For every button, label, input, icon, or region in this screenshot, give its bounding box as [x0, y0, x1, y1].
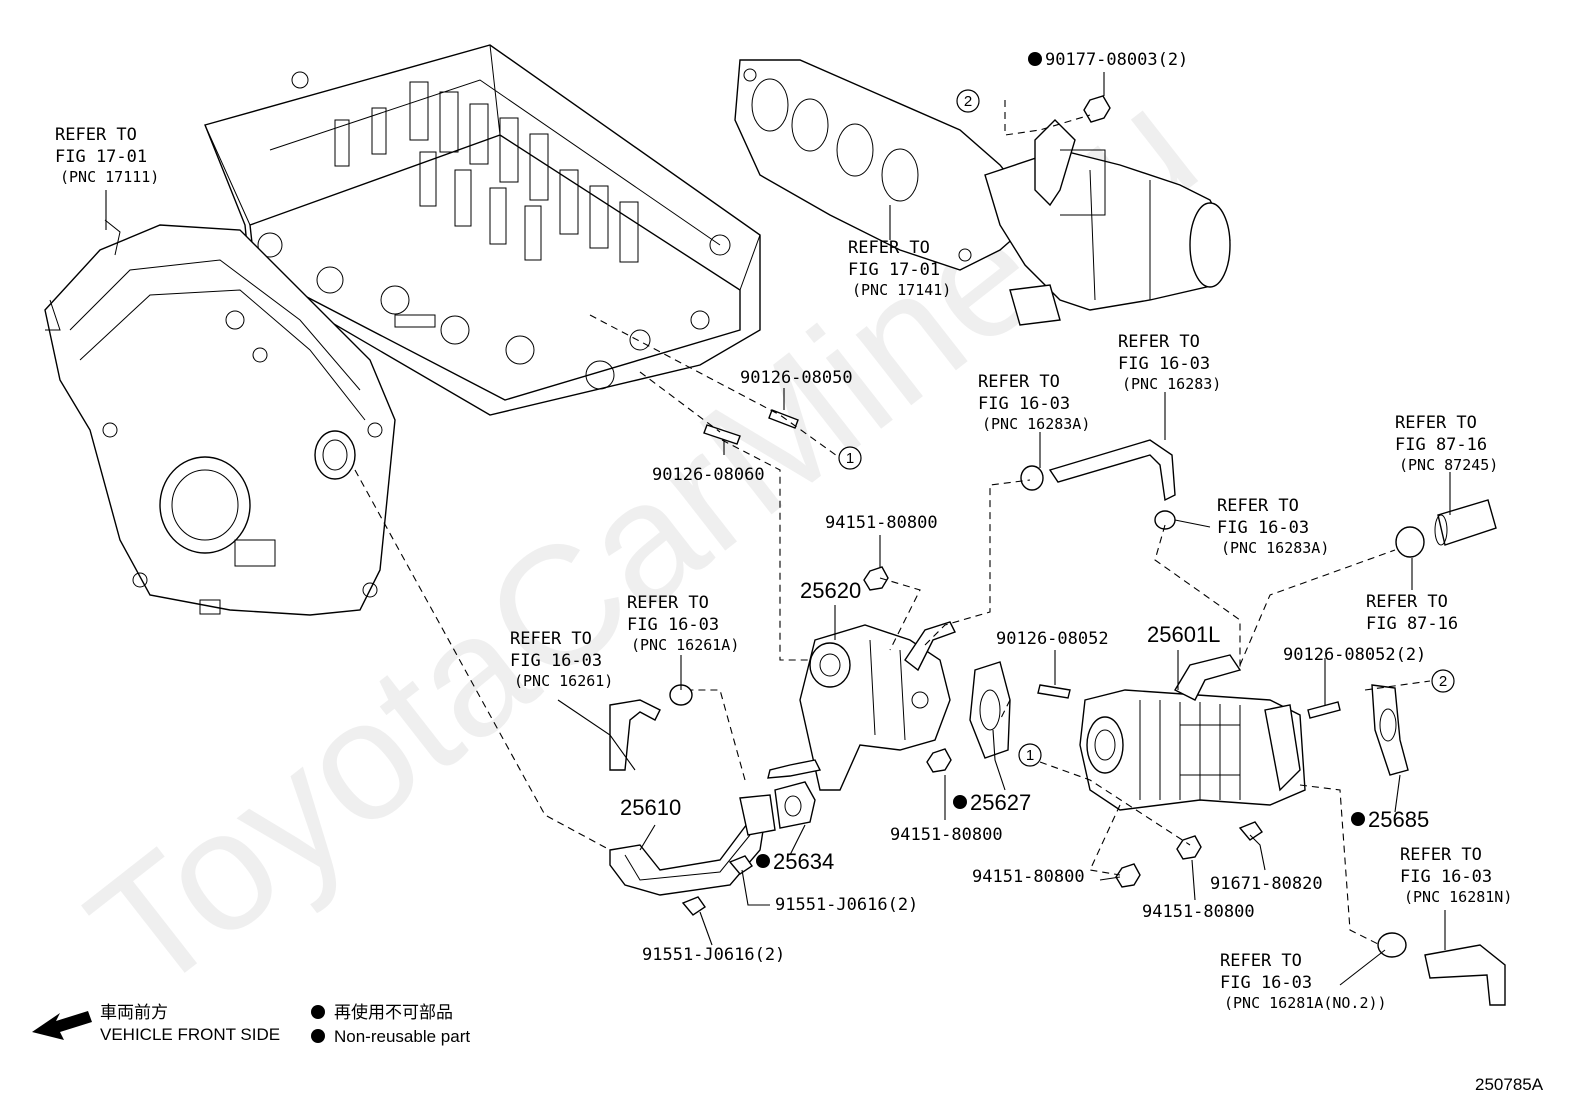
- svg-text:FIG 16-03: FIG 16-03: [1118, 354, 1210, 374]
- svg-text:(PNC 87245): (PNC 87245): [1399, 456, 1498, 474]
- gasket-25627-illustration: [969, 661, 1011, 759]
- assembly-dashed-lines: [354, 100, 1431, 946]
- refer-label-16261: REFER TO FIG 16-03 (PNC 16261): [510, 629, 613, 690]
- svg-text:REFER TO: REFER TO: [1217, 496, 1299, 516]
- part-94151-80800-mid[interactable]: 94151-80800: [890, 825, 1003, 845]
- refer-label-16283a-left: REFER TO FIG 16-03 (PNC 16283A): [978, 372, 1090, 433]
- egr-valve-illustration: [767, 621, 956, 791]
- part-90126-08052-x2[interactable]: 90126-08052(2): [1283, 645, 1426, 665]
- filled-dot-icon: [311, 1029, 325, 1043]
- gasket-25685-illustration: [1371, 684, 1409, 776]
- refer-label-16261a: REFER TO FIG 16-03 (PNC 16261A): [627, 593, 739, 654]
- legend-front-jp: 車両前方: [100, 1003, 168, 1022]
- svg-text:(PNC 16283A): (PNC 16283A): [982, 415, 1090, 433]
- part-94151-80800-top[interactable]: 94151-80800: [825, 513, 938, 533]
- svg-text:(PNC 16261A): (PNC 16261A): [631, 636, 739, 654]
- part-25610[interactable]: 25610: [620, 795, 681, 820]
- part-91551-j0616-left[interactable]: 91551-J0616(2): [642, 945, 785, 965]
- callout-1-upper: 1: [838, 446, 862, 470]
- svg-text:FIG 16-03: FIG 16-03: [1220, 973, 1312, 993]
- egr-cooler-illustration: [1079, 654, 1306, 811]
- legend: 車両前方 VEHICLE FRONT SIDE 再使用不可部品 Non-reus…: [32, 1002, 470, 1046]
- callout-2-lower: 2: [1431, 669, 1455, 693]
- svg-text:REFER TO: REFER TO: [1220, 951, 1302, 971]
- svg-text:(PNC 16283A): (PNC 16283A): [1221, 539, 1329, 557]
- cylinder-head-illustration: [204, 44, 761, 416]
- svg-text:FIG 16-03: FIG 16-03: [1400, 867, 1492, 887]
- refer-label-87245: REFER TO FIG 87-16 (PNC 87245): [1395, 413, 1498, 474]
- svg-text:(PNC 16283): (PNC 16283): [1122, 375, 1221, 393]
- svg-text:FIG 16-03: FIG 16-03: [1217, 518, 1309, 538]
- part-25634[interactable]: 25634: [773, 849, 834, 874]
- part-25627[interactable]: 25627: [970, 790, 1031, 815]
- diagram-id: 250785A: [1475, 1075, 1544, 1094]
- non-reusable-dot-90177: [1028, 52, 1042, 66]
- part-91551-j0616-right[interactable]: 91551-J0616(2): [775, 895, 918, 915]
- filled-dot-icon: [311, 1005, 325, 1019]
- svg-text:FIG 87-16: FIG 87-16: [1395, 435, 1487, 455]
- svg-text:(PNC 17141): (PNC 17141): [852, 281, 951, 299]
- non-reusable-dot-25685: [1351, 812, 1365, 826]
- refer-label-16283a-right: REFER TO FIG 16-03 (PNC 16283A): [1217, 496, 1329, 557]
- non-reusable-dot-25627: [953, 795, 967, 809]
- arrow-left-icon: [32, 1011, 92, 1040]
- part-90177-08003[interactable]: 90177-08003(2): [1045, 50, 1188, 70]
- svg-text:REFER TO: REFER TO: [978, 372, 1060, 392]
- svg-text:1: 1: [846, 450, 854, 467]
- svg-text:(PNC 16261): (PNC 16261): [514, 672, 613, 690]
- callout-2-upper: 2: [956, 89, 980, 113]
- svg-text:FIG 16-03: FIG 16-03: [978, 394, 1070, 414]
- egr-pipe-25610-illustration: [609, 794, 776, 896]
- part-91671-80820[interactable]: 91671-80820: [1210, 874, 1323, 894]
- refer-label-17141: REFER TO FIG 17-01 (PNC 17141): [848, 238, 951, 299]
- part-25601l[interactable]: 25601L: [1147, 622, 1220, 647]
- callout-1-lower: 1: [1018, 743, 1042, 767]
- refer-label-16281n: REFER TO FIG 16-03 (PNC 16281N): [1400, 845, 1512, 906]
- svg-text:REFER TO: REFER TO: [1118, 332, 1200, 352]
- part-94151-80800-bottom[interactable]: 94151-80800: [1142, 902, 1255, 922]
- fasteners-illustration: [681, 95, 1341, 916]
- part-25685[interactable]: 25685: [1368, 807, 1429, 832]
- part-25620[interactable]: 25620: [800, 578, 861, 603]
- svg-text:1: 1: [1026, 747, 1034, 764]
- refer-label-87-16: REFER TO FIG 87-16: [1366, 592, 1458, 634]
- legend-nonreuse-jp: 再使用不可部品: [334, 1002, 453, 1022]
- svg-text:REFER TO: REFER TO: [1366, 592, 1448, 612]
- svg-text:REFER TO: REFER TO: [55, 125, 137, 145]
- non-reusable-dot-25634: [756, 854, 770, 868]
- svg-text:FIG 17-01: FIG 17-01: [848, 260, 940, 280]
- part-90126-08050[interactable]: 90126-08050: [740, 368, 853, 388]
- svg-text:2: 2: [1439, 673, 1447, 690]
- leader-lines: [105, 72, 1451, 986]
- svg-text:REFER TO: REFER TO: [627, 593, 709, 613]
- svg-text:FIG 87-16: FIG 87-16: [1366, 614, 1458, 634]
- refer-label-16281a: REFER TO FIG 16-03 (PNC 16281A(NO.2)): [1220, 951, 1387, 1012]
- refer-label-17111: REFER TO FIG 17-01 (PNC 17111): [55, 125, 159, 186]
- svg-text:FIG 16-03: FIG 16-03: [510, 651, 602, 671]
- svg-text:REFER TO: REFER TO: [848, 238, 930, 258]
- svg-text:REFER TO: REFER TO: [1395, 413, 1477, 433]
- refer-label-16283: REFER TO FIG 16-03 (PNC 16283): [1118, 332, 1221, 393]
- part-94151-80800-lower[interactable]: 94151-80800: [972, 867, 1085, 887]
- svg-text:(PNC 16281N): (PNC 16281N): [1404, 888, 1512, 906]
- intake-manifold-illustration: [44, 219, 396, 616]
- legend-front-en: VEHICLE FRONT SIDE: [100, 1025, 280, 1044]
- gasket-25634-illustration: [774, 781, 816, 829]
- svg-text:REFER TO: REFER TO: [510, 629, 592, 649]
- svg-text:2: 2: [964, 93, 972, 110]
- svg-text:(PNC 16281A(NO.2)): (PNC 16281A(NO.2)): [1224, 994, 1387, 1012]
- svg-text:FIG 17-01: FIG 17-01: [55, 147, 147, 167]
- clamps-illustration: [669, 465, 1425, 958]
- svg-text:REFER TO: REFER TO: [1400, 845, 1482, 865]
- legend-nonreuse-en: Non-reusable part: [334, 1027, 470, 1046]
- exhaust-manifold-illustration: [734, 59, 1231, 326]
- part-90126-08052[interactable]: 90126-08052: [996, 629, 1109, 649]
- svg-text:FIG 16-03: FIG 16-03: [627, 615, 719, 635]
- part-90126-08060[interactable]: 90126-08060: [652, 465, 765, 485]
- svg-text:(PNC 17111): (PNC 17111): [60, 168, 159, 186]
